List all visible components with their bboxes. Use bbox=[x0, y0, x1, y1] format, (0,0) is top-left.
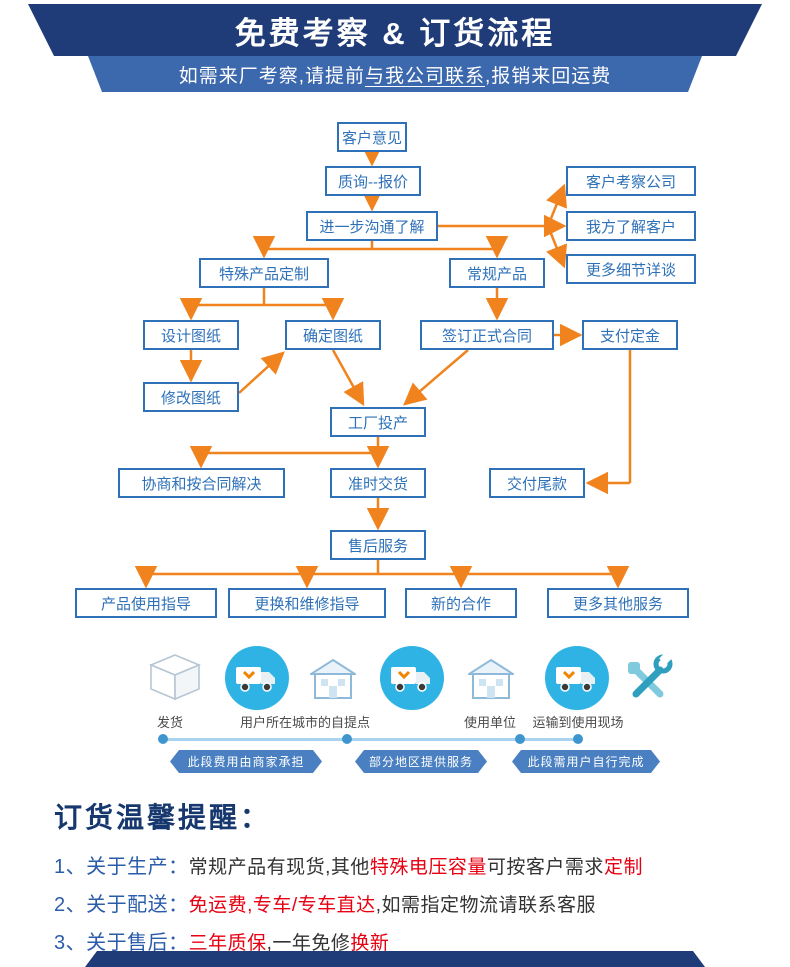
reminder-segment: 常规产品有现货,其他 bbox=[188, 857, 370, 878]
reminder-prefix: 2、关于配送： bbox=[54, 894, 189, 916]
flow-node-special-custom-product: 特殊产品定制 bbox=[199, 258, 329, 288]
reminder-segment: ,一年免修 bbox=[266, 933, 351, 954]
reminder-segment: 定制 bbox=[603, 857, 643, 878]
timeline-dot bbox=[158, 734, 168, 744]
reminder-prefix: 1、关于生产： bbox=[54, 856, 189, 878]
flow-node-repair-guide: 更换和维修指导 bbox=[228, 588, 386, 618]
flow-node-further-communication: 进一步沟通了解 bbox=[306, 211, 438, 241]
timeline-line bbox=[163, 738, 578, 741]
reminders-title: 订货温馨提醒： bbox=[54, 802, 272, 833]
flow-node-inquiry-quote: 质询--报价 bbox=[325, 166, 421, 196]
header-banner: 免费考察 & 订货流程 bbox=[28, 4, 762, 56]
reminder-prefix: 3、关于售后： bbox=[54, 932, 189, 954]
reminder-segment: 换新 bbox=[350, 933, 390, 954]
timeline-dot bbox=[515, 734, 525, 744]
flow-node-pay-deposit: 支付定金 bbox=[582, 320, 678, 350]
stop-label-user-unit: 使用单位 bbox=[463, 715, 516, 730]
flow-node-more-details: 更多细节详谈 bbox=[566, 254, 696, 284]
timeline-tag-partial-service: 部分地区提供服务 bbox=[355, 750, 487, 773]
tools-icon bbox=[622, 650, 674, 707]
subtitle-segment: ,报销来回运费 bbox=[485, 65, 612, 87]
flow-node-more-services: 更多其他服务 bbox=[547, 588, 689, 618]
truck-icon bbox=[225, 646, 289, 715]
flow-node-pay-balance: 交付尾款 bbox=[489, 468, 585, 498]
warehouse-icon bbox=[307, 658, 359, 705]
flow-node-design-drawing: 设计图纸 bbox=[143, 320, 239, 350]
stop-label-transport-site: 运输到使用现场 bbox=[532, 715, 624, 730]
subtitle-segment: 如需来厂考察,请提前 bbox=[178, 65, 365, 87]
timeline-tag-merchant-cost: 此段费用由商家承担 bbox=[170, 750, 322, 773]
timeline-dot bbox=[573, 734, 583, 744]
flow-node-modify-drawing: 修改图纸 bbox=[143, 382, 239, 412]
flow-node-new-cooperation: 新的合作 bbox=[405, 588, 517, 618]
page-title: 免费考察 & 订货流程 bbox=[234, 15, 556, 51]
flow-node-factory-production: 工厂投产 bbox=[330, 407, 426, 437]
truck-icon bbox=[380, 646, 444, 715]
flow-node-on-time-delivery: 准时交货 bbox=[330, 468, 426, 498]
reminder-segment: ,如需指定物流请联系客服 bbox=[375, 895, 596, 916]
truck-icon bbox=[545, 646, 609, 715]
reminder-item-production: 1、关于生产：常规产品有现货,其他特殊电压容量可按客户需求定制 bbox=[54, 850, 643, 879]
flow-node-regular-product: 常规产品 bbox=[449, 258, 545, 288]
reminder-item-delivery: 2、关于配送：免运费,专车/专车直达,如需指定物流请联系客服 bbox=[54, 888, 596, 917]
flow-node-after-sales-service: 售后服务 bbox=[330, 530, 426, 560]
reminder-item-after-sales: 3、关于售后：三年质保,一年免修换新 bbox=[54, 926, 389, 955]
flow-node-sign-contract: 签订正式合同 bbox=[420, 320, 554, 350]
reminder-segment: 免运费,专车/专车直达 bbox=[188, 895, 376, 916]
package-icon bbox=[148, 652, 202, 707]
flow-node-understand-client: 我方了解客户 bbox=[566, 211, 696, 241]
header-subbanner: 如需来厂考察,请提前与我公司联系,报销来回运费 bbox=[88, 56, 702, 92]
reminder-segment: 三年质保 bbox=[188, 933, 267, 954]
flow-node-product-usage-guide: 产品使用指导 bbox=[75, 588, 217, 618]
warehouse-icon bbox=[465, 658, 517, 705]
flow-node-confirm-drawing: 确定图纸 bbox=[285, 320, 381, 350]
reminder-segment: 可按客户需求 bbox=[486, 857, 604, 878]
stop-label-shipping: 发货 bbox=[156, 715, 183, 730]
flow-node-customer-opinion: 客户意见 bbox=[337, 122, 407, 152]
next-section-banner-edge bbox=[85, 951, 705, 967]
timeline-dot bbox=[342, 734, 352, 744]
flow-node-negotiate-resolution: 协商和按合同解决 bbox=[118, 468, 285, 498]
subtitle-segment-underlined: 与我公司联系 bbox=[364, 65, 485, 87]
reminder-segment: 特殊电压容量 bbox=[369, 857, 487, 878]
flow-node-client-inspect-company: 客户考察公司 bbox=[566, 166, 696, 196]
timeline-tag-user-complete: 此段需用户自行完成 bbox=[512, 750, 660, 773]
stop-label-pickup-point: 用户所在城市的自提点 bbox=[239, 715, 370, 730]
